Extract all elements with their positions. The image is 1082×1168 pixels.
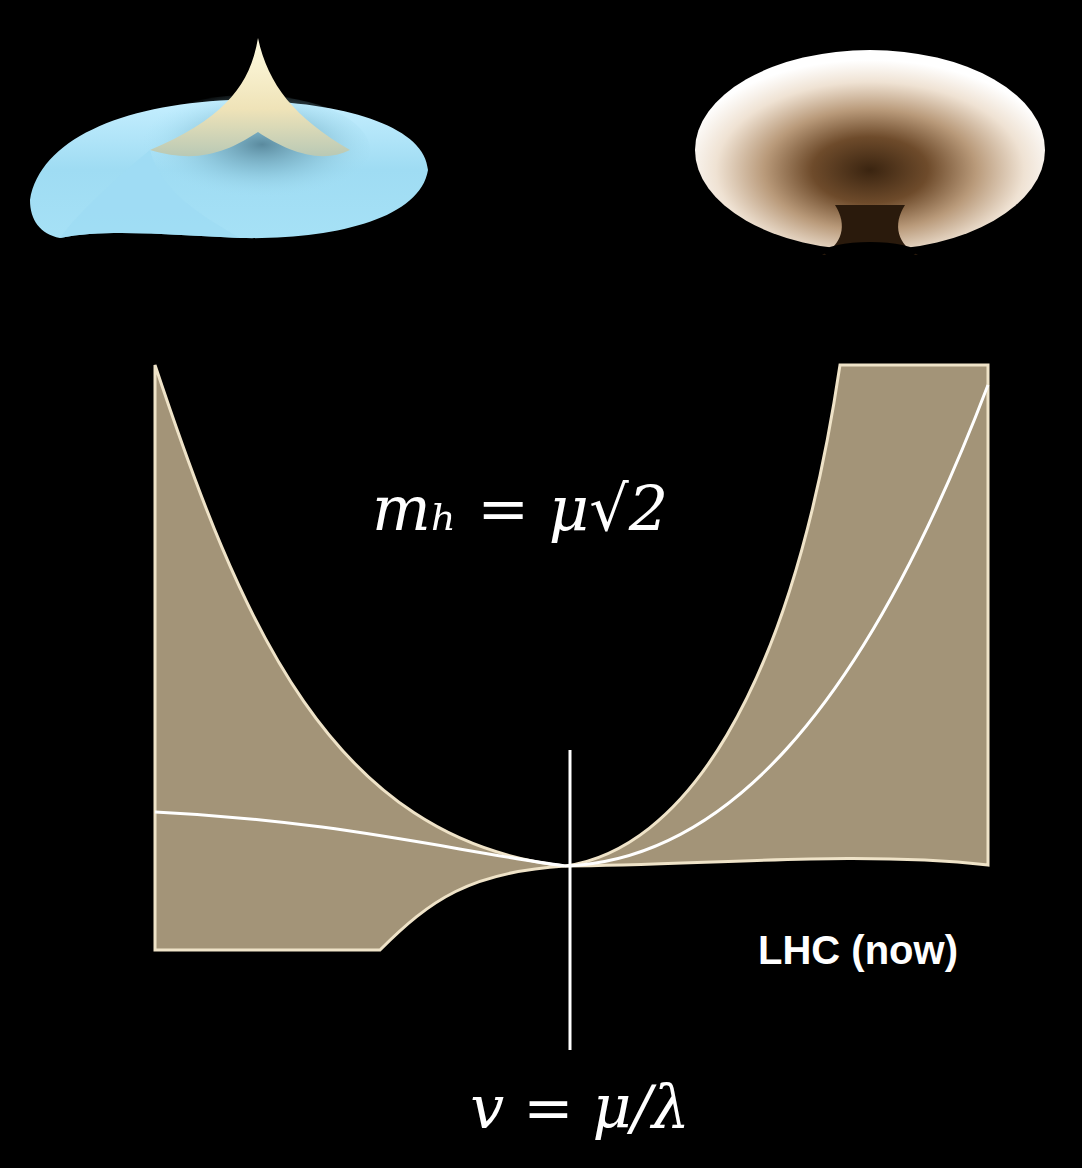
vev-formula: v = μ/λ	[450, 1072, 710, 1142]
mass-formula: mₕ = μ√2	[310, 472, 730, 545]
vev-marker	[569, 750, 572, 1050]
hat-surface	[30, 38, 428, 238]
bowl-surface	[695, 50, 1045, 262]
plot-label: LHC (now)	[708, 928, 1008, 973]
